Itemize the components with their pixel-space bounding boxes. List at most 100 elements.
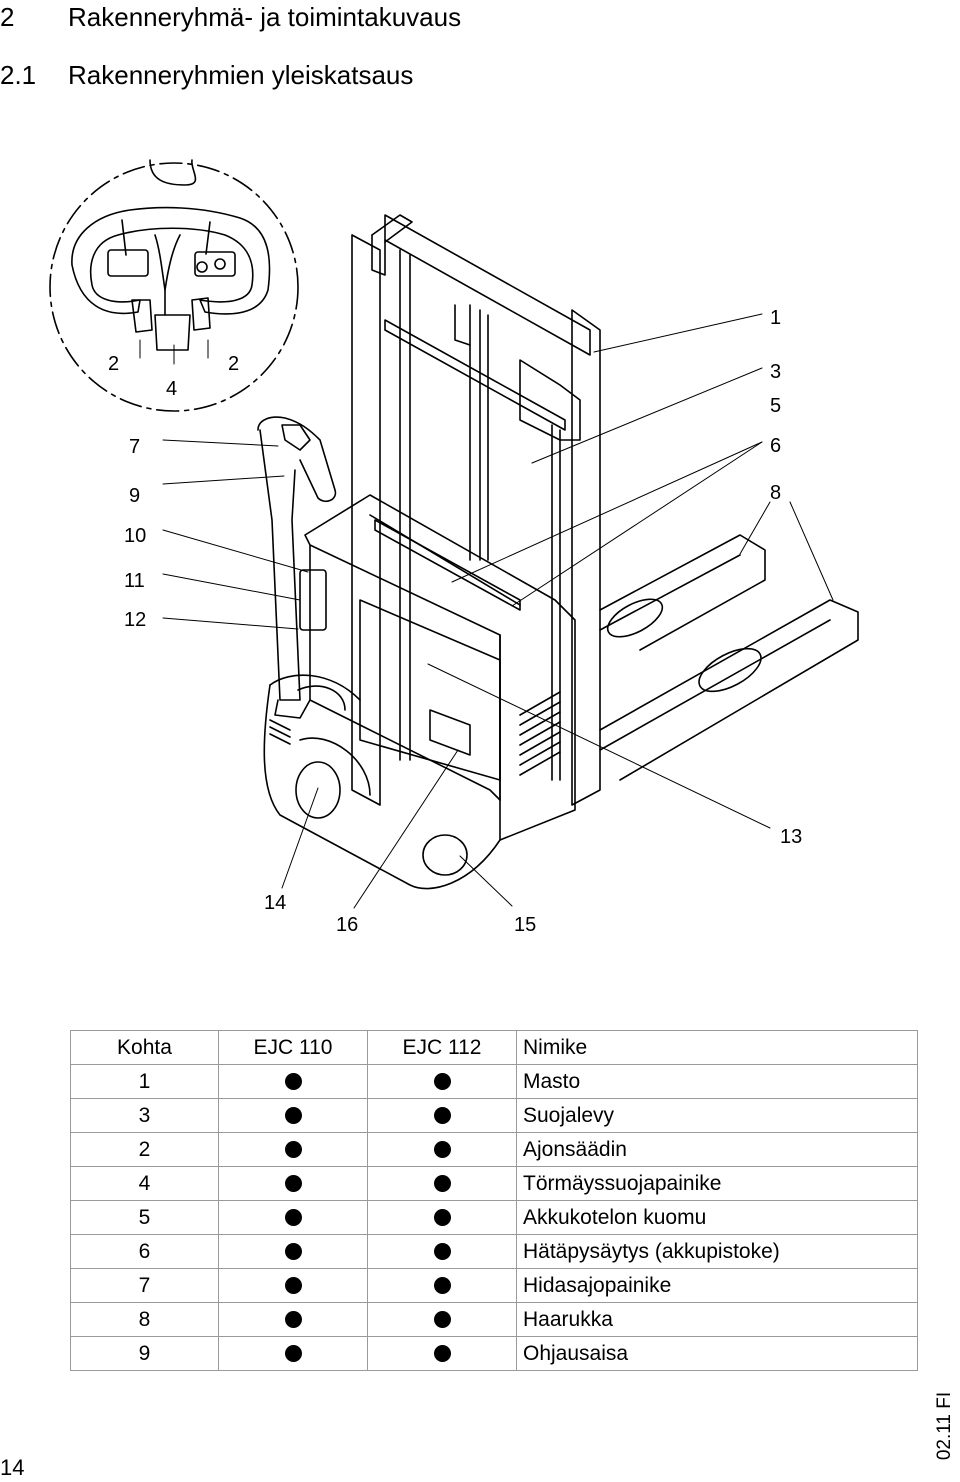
cell-item: 7 bbox=[70, 1268, 219, 1303]
cell-name: Haarukka bbox=[516, 1302, 918, 1337]
header-ejc112: EJC 112 bbox=[367, 1030, 517, 1065]
cell-name: Hätäpysäytys (akkupistoke) bbox=[516, 1234, 918, 1269]
cell-item: 9 bbox=[70, 1336, 219, 1371]
availability-dot bbox=[284, 1277, 302, 1295]
mast bbox=[351, 214, 601, 806]
header-item: Kohta bbox=[70, 1030, 219, 1065]
cell-item: 3 bbox=[70, 1098, 219, 1133]
cell-name: Hidasajopainike bbox=[516, 1268, 918, 1303]
callout-3: 3 bbox=[770, 361, 782, 383]
table-row: 8 Haarukka bbox=[70, 1302, 918, 1337]
header-name: Nimike bbox=[516, 1030, 918, 1065]
cell-ejc110 bbox=[218, 1268, 368, 1303]
cell-ejc112 bbox=[367, 1166, 517, 1201]
availability-dot bbox=[433, 1141, 451, 1159]
availability-dot bbox=[433, 1345, 451, 1363]
availability-dot bbox=[284, 1141, 302, 1159]
availability-dot bbox=[433, 1175, 451, 1193]
availability-dot bbox=[433, 1107, 451, 1125]
table-row: 2 Ajonsäädin bbox=[70, 1132, 918, 1167]
availability-dot bbox=[433, 1243, 451, 1261]
cell-item: 6 bbox=[70, 1234, 219, 1269]
callout-10: 10 bbox=[124, 525, 147, 547]
forks bbox=[599, 534, 859, 781]
availability-dot bbox=[433, 1277, 451, 1295]
availability-dot bbox=[284, 1175, 302, 1193]
cell-item: 5 bbox=[70, 1200, 219, 1235]
section-number: 2.1 bbox=[0, 60, 37, 90]
callout-7: 7 bbox=[129, 436, 141, 458]
cell-ejc112 bbox=[367, 1268, 517, 1303]
callout-2-right: 2 bbox=[228, 353, 240, 375]
callout-11: 11 bbox=[124, 570, 145, 592]
cell-ejc110 bbox=[218, 1064, 368, 1099]
tiller-head-detail bbox=[71, 159, 271, 351]
cell-item: 1 bbox=[70, 1064, 219, 1099]
leader-lines bbox=[139, 313, 834, 909]
callout-8: 8 bbox=[770, 482, 782, 504]
cell-ejc110 bbox=[218, 1234, 368, 1269]
availability-dot bbox=[284, 1243, 302, 1261]
availability-dot bbox=[284, 1209, 302, 1227]
cell-ejc110 bbox=[218, 1098, 368, 1133]
table-row: 5 Akkukotelon kuomu bbox=[70, 1200, 918, 1235]
callout-2-left: 2 bbox=[108, 353, 120, 375]
header-ejc110: EJC 110 bbox=[218, 1030, 368, 1065]
table-header-row: Kohta EJC 110 EJC 112 Nimike bbox=[70, 1030, 918, 1065]
truck-body bbox=[263, 494, 576, 890]
table-row: 7 Hidasajopainike bbox=[70, 1268, 918, 1303]
availability-dot bbox=[284, 1311, 302, 1329]
availability-dot bbox=[433, 1209, 451, 1227]
availability-dot bbox=[284, 1107, 302, 1125]
callout-15: 15 bbox=[514, 914, 537, 936]
cell-ejc112 bbox=[367, 1234, 517, 1269]
cell-ejc112 bbox=[367, 1064, 517, 1099]
table-row: 1 Masto bbox=[70, 1064, 918, 1099]
page-number: 14 bbox=[0, 1455, 25, 1480]
chapter-heading: 2 Rakenneryhmä- ja toimintakuvaus bbox=[0, 2, 461, 33]
detail-circle bbox=[49, 162, 299, 412]
cell-ejc110 bbox=[218, 1302, 368, 1337]
availability-dot bbox=[433, 1073, 451, 1091]
cell-ejc110 bbox=[218, 1132, 368, 1167]
callout-6: 6 bbox=[770, 435, 782, 457]
document-code-text: 02.11 FI bbox=[934, 1391, 955, 1461]
cell-ejc112 bbox=[367, 1336, 517, 1371]
cell-name: Ohjausaisa bbox=[516, 1336, 918, 1371]
cell-name: Törmäyssuojapainike bbox=[516, 1166, 918, 1201]
cell-item: 2 bbox=[70, 1132, 219, 1167]
callout-1: 1 bbox=[770, 307, 782, 329]
cell-name: Akkukotelon kuomu bbox=[516, 1200, 918, 1235]
cell-item: 4 bbox=[70, 1166, 219, 1201]
callout-4: 4 bbox=[166, 378, 178, 400]
callout-16: 16 bbox=[336, 914, 359, 936]
callout-14: 14 bbox=[264, 892, 287, 914]
callout-9: 9 bbox=[129, 485, 141, 507]
cell-ejc112 bbox=[367, 1132, 517, 1167]
truck-illustration: 1 3 5 6 8 2 4 2 7 9 10 11 12 13 14 16 15 bbox=[0, 140, 960, 960]
callout-12: 12 bbox=[124, 609, 147, 631]
cell-name: Masto bbox=[516, 1064, 918, 1099]
cell-ejc112 bbox=[367, 1098, 517, 1133]
chapter-title: Rakenneryhmä- ja toimintakuvaus bbox=[68, 2, 462, 32]
section-title: Rakenneryhmien yleiskatsaus bbox=[68, 60, 414, 90]
availability-dot bbox=[284, 1345, 302, 1363]
cell-name: Ajonsäädin bbox=[516, 1132, 918, 1167]
cell-ejc110 bbox=[218, 1166, 368, 1201]
cell-ejc112 bbox=[367, 1200, 517, 1235]
truck-drawing bbox=[49, 159, 859, 909]
tiller-arm bbox=[257, 416, 346, 719]
document-code: 02.11 FI bbox=[928, 1370, 960, 1482]
table-row: 9 Ohjausaisa bbox=[70, 1336, 918, 1371]
callout-5: 5 bbox=[770, 395, 782, 417]
cell-item: 8 bbox=[70, 1302, 219, 1337]
cell-ejc110 bbox=[218, 1200, 368, 1235]
callout-13: 13 bbox=[780, 826, 803, 848]
table-row: 6 Hätäpysäytys (akkupistoke) bbox=[70, 1234, 918, 1269]
chapter-number: 2 bbox=[0, 2, 15, 32]
availability-dot bbox=[284, 1073, 302, 1091]
availability-dot bbox=[433, 1311, 451, 1329]
